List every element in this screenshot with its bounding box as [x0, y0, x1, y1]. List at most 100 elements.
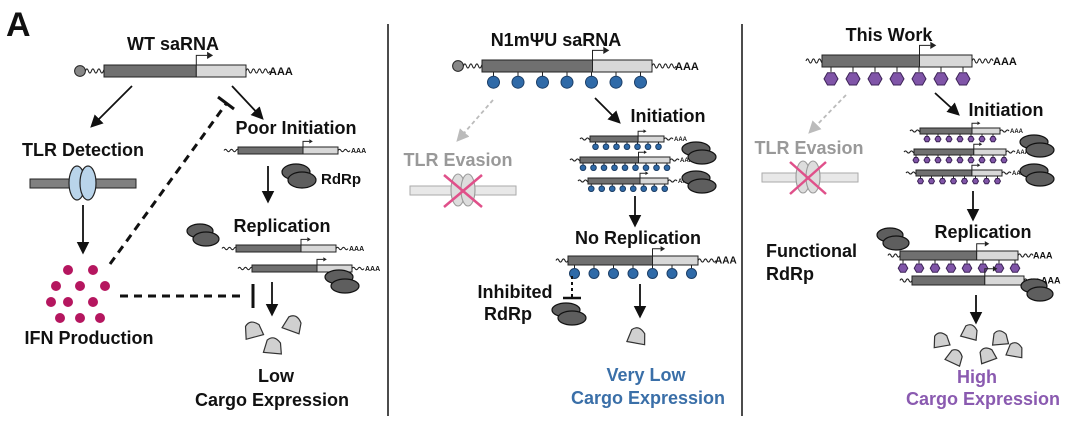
rna-tail — [351, 266, 365, 271]
promoter-arrow — [300, 238, 308, 245]
rna-body-light — [300, 244, 337, 253]
wt-rep-rna-2: AAA — [237, 257, 380, 273]
rna-body-light — [976, 250, 1019, 261]
modified-bead — [911, 72, 927, 86]
protein-shape — [262, 337, 282, 355]
rna-tail — [335, 246, 349, 251]
n1m-bead — [560, 75, 574, 89]
modified-bead — [971, 178, 980, 185]
n1m-rdrp-inhibited — [551, 302, 587, 326]
n1m-bead — [608, 268, 619, 279]
n1m-tlr-label: TLR Evasion — [403, 150, 512, 170]
modified-bead — [978, 157, 986, 164]
this-init-rna-2: AAA — [903, 142, 1030, 164]
n1m-bead — [592, 143, 599, 151]
n1m-bead — [590, 164, 597, 172]
promoter-arrow — [592, 49, 604, 60]
n1m-bead — [634, 143, 641, 151]
this-tlr-receptor — [761, 160, 859, 195]
rna-tail — [237, 266, 254, 271]
rna-tail — [651, 63, 677, 69]
rna-body-dark — [587, 177, 641, 185]
rna-tail — [221, 246, 238, 251]
rna-body-dark — [913, 148, 975, 156]
polya-label: AAA — [1033, 251, 1053, 261]
rna-tail — [999, 129, 1010, 133]
n1m-inhibited-line1: Inhibited — [478, 282, 553, 302]
rna-body-dark — [899, 250, 978, 261]
wt-inhibit-initiation-dash — [108, 103, 228, 265]
polya-label: AAA — [680, 158, 694, 164]
n1m-bead — [655, 143, 662, 151]
n1m-init-rna-3: AAA — [577, 171, 692, 193]
rna-tail — [887, 253, 901, 258]
wt-tlr-receptor — [29, 165, 137, 201]
n1m-bead — [598, 185, 606, 193]
polya-label: AAA — [1041, 276, 1061, 286]
modified-bead — [933, 72, 949, 86]
rna-tail — [667, 179, 678, 183]
n1m-bead — [588, 268, 600, 279]
modified-bead — [934, 136, 942, 143]
modified-bead — [845, 72, 861, 86]
n1m-bead — [587, 185, 595, 193]
protein-shape — [244, 321, 265, 341]
rna-tail — [245, 68, 271, 74]
modified-bead — [949, 178, 958, 185]
n1m-bead — [609, 75, 623, 89]
rna-tail — [805, 58, 825, 64]
promoter-arrowhead — [309, 139, 313, 144]
panel-label: A — [6, 6, 31, 44]
modified-bead — [929, 263, 941, 273]
n1m-init-rna-2: AAA — [569, 150, 694, 172]
protein-shape — [944, 349, 963, 368]
rna-body-dark — [103, 64, 197, 78]
modified-bead — [927, 178, 936, 185]
wt-rdrp-enzyme-2 — [186, 223, 220, 247]
n1m-blocked-rna: AAA — [555, 246, 737, 279]
n1m-bead — [666, 268, 678, 279]
this-rdrp-enzymes — [1019, 134, 1055, 187]
ifn-dots — [46, 265, 110, 323]
n1m-init-rna-1: AAA — [579, 129, 688, 151]
promoter-arrowhead — [645, 171, 649, 175]
promoter-arrow — [639, 172, 646, 178]
n1m-cross-b — [443, 174, 483, 208]
modified-bead — [978, 136, 986, 143]
rna-body-dark — [919, 127, 973, 135]
modified-bead — [923, 157, 931, 164]
n1m-bead — [585, 75, 598, 89]
this-functional-line2: RdRp — [766, 264, 814, 284]
this-arrow-to-tlr — [808, 94, 847, 134]
rna-body-light — [302, 146, 339, 155]
modified-bead — [960, 178, 969, 185]
wt-ifn-label: IFN Production — [25, 328, 154, 348]
promoter-arrowhead — [977, 163, 981, 167]
modified-bead — [993, 178, 1002, 185]
n1m-bead — [621, 164, 629, 172]
modified-bead — [923, 136, 931, 143]
modified-bead — [982, 178, 991, 185]
protein-shape — [959, 324, 978, 342]
n1m-bead — [634, 75, 647, 89]
rna-tail — [1017, 253, 1034, 258]
n1m-bead — [642, 164, 650, 172]
n1m-bead — [663, 164, 671, 172]
rna-body-dark — [251, 264, 318, 273]
wt-arrow-to-poor — [231, 85, 264, 120]
promoter-arrowhead — [207, 51, 214, 59]
n1m-bead — [629, 185, 637, 193]
polya-label: AAA — [1012, 171, 1026, 177]
rna-tail — [697, 258, 717, 263]
this-proteins — [933, 324, 1023, 368]
rna-body-light — [637, 135, 665, 143]
modified-bead — [916, 178, 925, 185]
n1m-title: N1mΨU saRNA — [491, 30, 622, 50]
wt-rna: AAA — [74, 51, 293, 78]
n1m-noreplication-label: No Replication — [575, 228, 701, 248]
rna-cap — [74, 65, 86, 77]
rna-tail — [223, 148, 240, 153]
rna-body-dark — [915, 169, 973, 177]
promoter-arrowhead — [930, 41, 937, 49]
